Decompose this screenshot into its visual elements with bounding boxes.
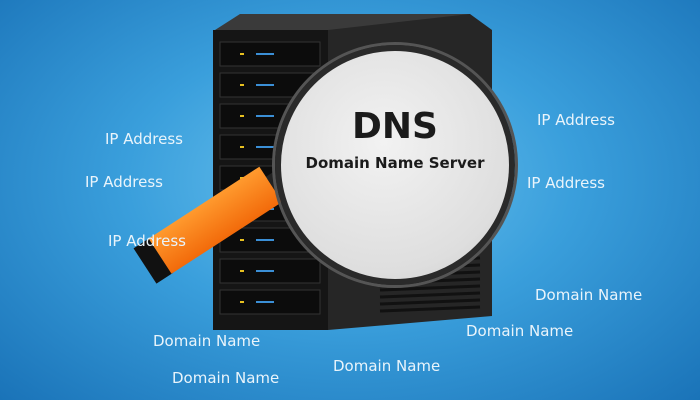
magnifier-glass: DNS Domain Name Server bbox=[275, 45, 515, 285]
server-led bbox=[240, 301, 244, 303]
server-activity-bar bbox=[256, 239, 274, 241]
server-led bbox=[240, 239, 244, 241]
domain-name-label: Domain Name bbox=[172, 369, 280, 387]
server-activity-bar bbox=[256, 301, 274, 303]
server-vent bbox=[379, 298, 481, 306]
server-led bbox=[240, 53, 244, 55]
domain-name-label: Domain Name bbox=[535, 286, 643, 304]
domain-name-label: Domain Name bbox=[466, 322, 574, 340]
server-led bbox=[240, 146, 244, 148]
server-activity-bar bbox=[256, 84, 274, 86]
ip-address-label: IP Address bbox=[105, 130, 183, 148]
ip-address-label: IP Address bbox=[537, 111, 615, 129]
server-activity-bar bbox=[256, 270, 274, 272]
server-led bbox=[240, 84, 244, 86]
server-vent bbox=[379, 305, 481, 313]
dns-title: DNS bbox=[352, 106, 438, 147]
ip-address-label: IP Address bbox=[85, 173, 163, 191]
server-activity-bar bbox=[256, 53, 274, 55]
domain-name-label: Domain Name bbox=[153, 332, 261, 350]
server-vent bbox=[379, 291, 481, 299]
server-activity-bar bbox=[256, 115, 274, 117]
domain-name-label: Domain Name bbox=[333, 357, 441, 375]
server-activity-bar bbox=[256, 146, 274, 148]
dns-subtitle: Domain Name Server bbox=[305, 154, 485, 172]
server-led bbox=[240, 115, 244, 117]
server-led bbox=[240, 270, 244, 272]
ip-address-label: IP Address bbox=[527, 174, 605, 192]
ip-address-label: IP Address bbox=[108, 232, 186, 250]
server-vent bbox=[379, 284, 481, 292]
